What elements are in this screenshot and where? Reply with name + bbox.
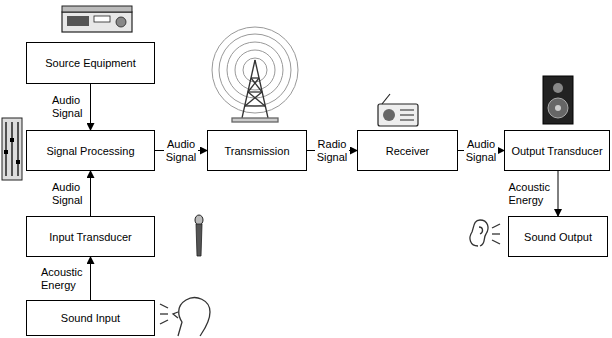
tower-mast xyxy=(232,60,278,122)
signal-arrow xyxy=(90,171,91,216)
signal-label: Audio Signal xyxy=(50,94,85,120)
box-label: Output Transducer xyxy=(507,145,606,157)
radio-icon xyxy=(378,94,418,126)
tuner-icon xyxy=(62,6,132,32)
process-box: Signal Processing xyxy=(26,130,155,171)
signal-label: Radio Signal xyxy=(315,138,350,164)
mixer-icon xyxy=(2,118,22,180)
signal-label: Audio Signal xyxy=(164,138,199,164)
speaking-head-icon xyxy=(160,298,210,336)
signal-arrow xyxy=(558,171,559,216)
box-label: Input Transducer xyxy=(45,231,136,243)
box-label: Sound Input xyxy=(57,312,124,324)
box-label: Sound Output xyxy=(520,231,596,243)
signal-label: Acoustic Energy xyxy=(39,266,85,292)
signal-label: Audio Signal xyxy=(50,181,85,207)
process-box: Input Transducer xyxy=(26,216,155,257)
signal-arrow xyxy=(90,257,91,300)
process-box: Sound Input xyxy=(26,300,155,336)
box-label: Transmission xyxy=(221,145,294,157)
box-label: Receiver xyxy=(382,145,433,157)
process-box: Transmission xyxy=(207,130,307,171)
microphone-icon xyxy=(195,215,203,256)
signal-arrow xyxy=(90,84,91,130)
process-box: Source Equipment xyxy=(26,42,155,84)
box-label: Source Equipment xyxy=(41,57,140,69)
speaker-icon xyxy=(543,76,573,124)
box-label: Signal Processing xyxy=(42,145,138,157)
radio-tower-icon xyxy=(212,27,298,113)
process-box: Output Transducer xyxy=(504,130,610,171)
signal-label: Audio Signal xyxy=(464,138,499,164)
ear-icon xyxy=(470,220,500,246)
signal-label: Acoustic Energy xyxy=(506,181,552,207)
process-box: Receiver xyxy=(357,130,458,171)
process-box: Sound Output xyxy=(508,216,608,257)
